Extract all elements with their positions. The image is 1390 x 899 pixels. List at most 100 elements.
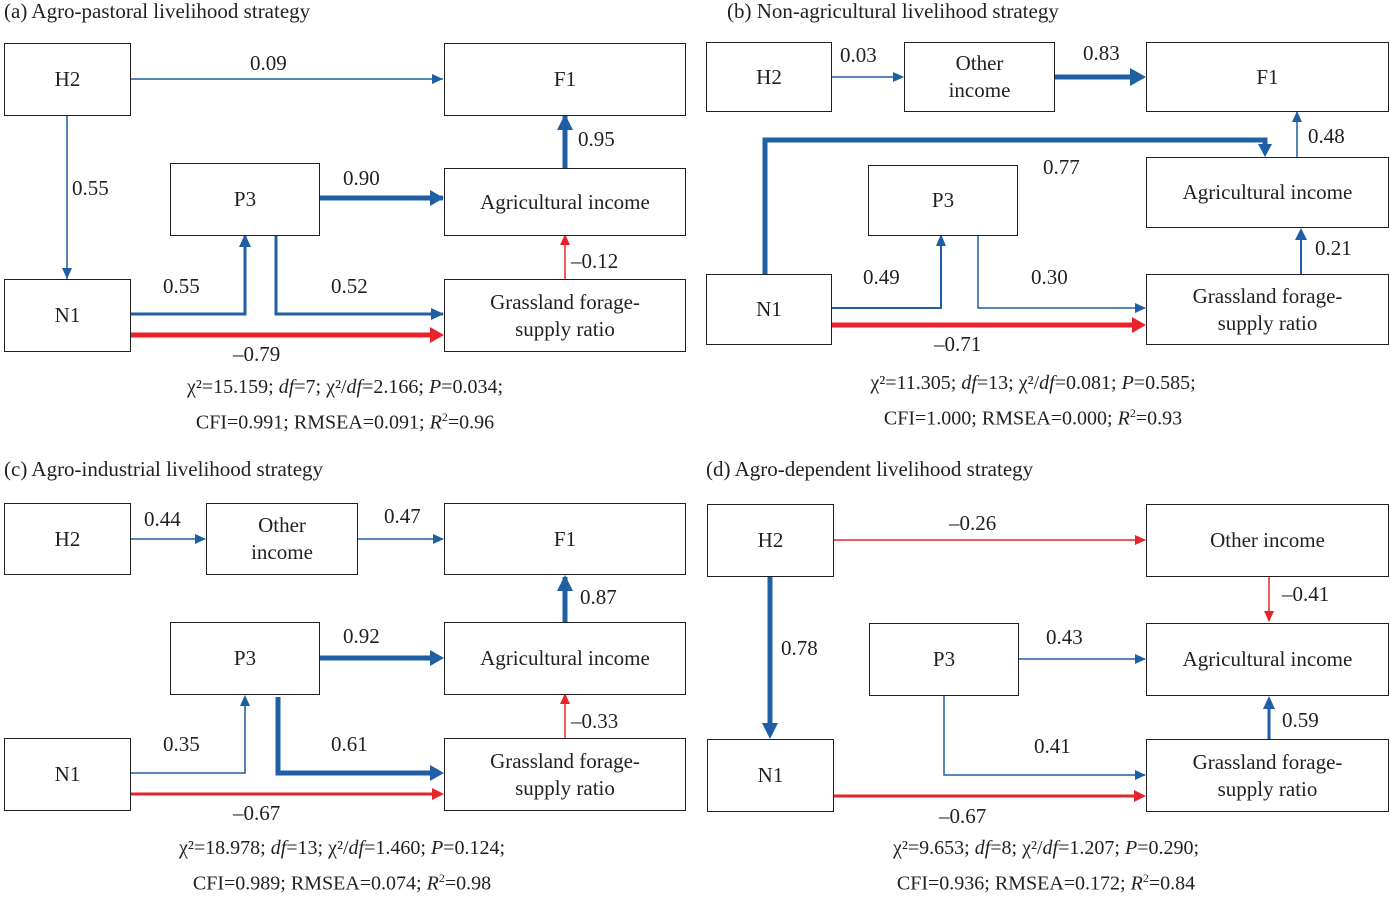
node-p3: P3: [869, 623, 1019, 696]
coef-agri-f1: 0.95: [578, 127, 615, 151]
p-label: P: [1124, 837, 1138, 859]
node-label: Grassland forage-: [490, 289, 640, 314]
node-label: F1: [1256, 64, 1279, 89]
chi2: χ²=9.653;: [892, 837, 975, 859]
coef-p3-agri: 0.43: [1046, 625, 1083, 649]
node-n1: N1: [4, 279, 131, 352]
chi2: χ²=11.305;: [870, 372, 962, 394]
ratio-prefix: χ²/: [1018, 372, 1040, 394]
p-label: P: [428, 376, 442, 398]
coef-p3-grass: 0.30: [1031, 265, 1068, 289]
fit-statistics: χ²=18.978; df=13; χ²/df=1.460; P=0.124; …: [92, 833, 592, 899]
panel-b: (b) Non-agricultural livelihood strategy…: [695, 0, 1390, 445]
node-label: F1: [553, 526, 577, 551]
node-label: Grassland forage-: [1192, 283, 1343, 308]
node-p3: P3: [170, 163, 320, 236]
fit-line-1: χ²=9.653; df=8; χ²/df=1.207; P=0.290;: [796, 833, 1296, 863]
r-sup: 2: [438, 871, 445, 885]
r-value: =0.93: [1135, 407, 1183, 430]
fit-statistics: χ²=9.653; df=8; χ²/df=1.207; P=0.290; CF…: [796, 833, 1296, 899]
chi2: χ²=15.159;: [186, 376, 279, 398]
arrow-p3-grass: [977, 236, 1145, 309]
node-f1: F1: [444, 43, 686, 116]
p-label: P: [1121, 372, 1134, 394]
node-label: Agricultural income: [480, 646, 650, 670]
node-label: income: [251, 540, 313, 564]
p-value: =0.124;: [443, 837, 506, 859]
node-p3: P3: [170, 622, 320, 695]
node-label: Agricultural income: [1182, 180, 1353, 204]
node-label: Grassland forage-: [1192, 749, 1343, 774]
ratio-value: =2.166;: [362, 376, 429, 398]
ratio-value: =0.081;: [1054, 372, 1122, 394]
arrow-p3-grass: [274, 236, 443, 316]
coef-p3-agri: 0.90: [343, 166, 380, 190]
fit-line-2: CFI=0.989; RMSEA=0.074; R2=0.98: [92, 863, 592, 899]
panel-a-arrows: [62, 74, 573, 343]
r-label: R: [429, 411, 442, 434]
df-value: =13;: [286, 837, 329, 859]
cfi-rmsea: CFI=0.936; RMSEA=0.172;: [896, 872, 1131, 895]
df-value: =8;: [990, 837, 1023, 859]
node-h2: H2: [4, 503, 131, 575]
node-label: N1: [757, 763, 784, 787]
coef-agri-f1: 0.48: [1308, 124, 1345, 148]
ratio-value: =1.207;: [1058, 837, 1125, 859]
panel-title: (c) Agro-industrial livelihood strategy: [4, 457, 324, 481]
panel-d: (d) Agro-dependent livelihood strategy H…: [695, 445, 1390, 895]
coef-n1-grass: –0.79: [233, 342, 281, 366]
node-agricultural-income: Agricultural income: [1146, 157, 1389, 228]
node-label: Agricultural income: [1182, 647, 1353, 671]
ratio-df: df: [348, 837, 365, 859]
r-label: R: [426, 872, 439, 895]
panel-title: (d) Agro-dependent livelihood strategy: [706, 457, 1034, 481]
r-value: =0.98: [444, 872, 492, 895]
coef-p3-grass: 0.41: [1034, 734, 1071, 758]
coef-n1-grass: –0.67: [939, 804, 987, 828]
ratio-prefix: χ²/: [328, 837, 349, 859]
coef-other-f1: 0.47: [384, 504, 421, 528]
node-label: supply ratio: [1217, 776, 1318, 801]
node-agricultural-income: Agricultural income: [444, 168, 686, 236]
coef-agri-f1: 0.87: [580, 585, 617, 609]
df-value: =13;: [976, 372, 1019, 394]
node-label: supply ratio: [1217, 310, 1318, 335]
r-sup: 2: [1142, 871, 1149, 885]
chi2: χ²=18.978;: [178, 837, 271, 859]
ratio-value: =1.460;: [364, 837, 431, 859]
r-sup: 2: [441, 410, 448, 424]
df-label: df: [961, 372, 977, 394]
panel-b-arrows: [762, 68, 1307, 333]
node-label: N1: [54, 762, 81, 786]
ratio-df: df: [346, 376, 363, 398]
panel-d-arrows: [762, 535, 1275, 802]
fit-line-1: χ²=15.159; df=7; χ²/df=2.166; P=0.034;: [95, 372, 595, 402]
node-grassland: Grassland forage-supply ratio: [444, 279, 686, 352]
node-grassland: Grassland forage-supply ratio: [444, 738, 686, 811]
df-value: =7;: [294, 376, 327, 398]
coef-n1-p3: 0.55: [163, 274, 200, 298]
node-label: P3: [932, 647, 956, 671]
r-value: =0.96: [447, 411, 495, 434]
node-h2: H2: [706, 42, 832, 112]
node-f1: F1: [444, 503, 686, 575]
node-label: Grassland forage-: [490, 748, 640, 773]
node-grassland: Grassland forage-supply ratio: [1146, 274, 1389, 345]
node-label: P3: [233, 187, 257, 211]
coef-n1-grass: –0.71: [934, 332, 982, 356]
fit-line-2: CFI=1.000; RMSEA=0.000; R2=0.93: [783, 398, 1283, 434]
p-value: =0.585;: [1133, 372, 1196, 394]
cfi-rmsea: CFI=0.989; RMSEA=0.074;: [192, 872, 427, 895]
node-p3: P3: [868, 165, 1018, 236]
node-label: Other: [955, 51, 1004, 75]
node-label: N1: [54, 303, 81, 327]
r-label: R: [1117, 407, 1130, 430]
node-label: N1: [756, 297, 782, 321]
df-label: df: [974, 837, 991, 859]
panel-c: (c) Agro-industrial livelihood strategy …: [0, 445, 695, 895]
coef-p3-agri: 0.92: [343, 624, 380, 648]
coef-n1-p3: 0.49: [863, 265, 900, 289]
node-label: income: [948, 78, 1011, 102]
coef-p3-grass: 0.61: [331, 732, 368, 756]
